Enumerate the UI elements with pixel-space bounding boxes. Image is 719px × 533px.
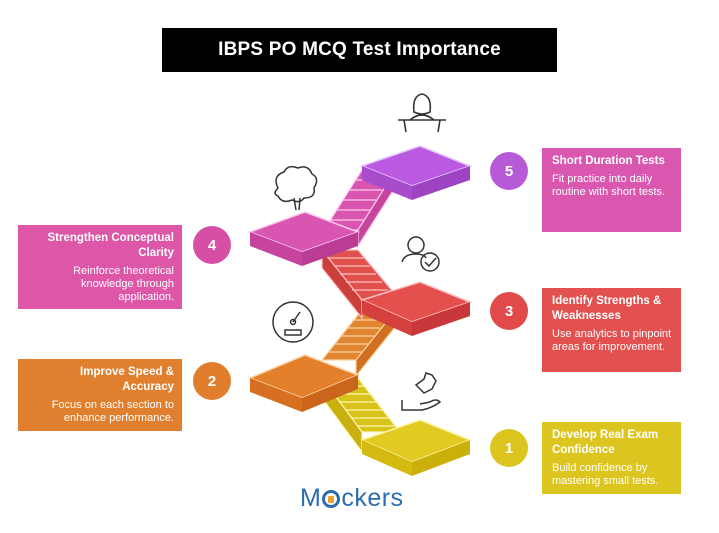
step-2-card: Improve Speed & Accuracy Focus on each s…	[18, 359, 182, 431]
step-1-card: Develop Real Exam Confidence Build confi…	[542, 422, 681, 494]
number-text: 3	[504, 302, 514, 320]
step-4-number: 4	[193, 226, 231, 264]
speaker-podium-icon	[398, 93, 446, 133]
number-text: 1	[504, 439, 514, 457]
number-text: 5	[504, 162, 514, 180]
stairs-3-4	[320, 248, 402, 320]
platform-1	[359, 419, 473, 476]
step-3-number: 3	[490, 292, 528, 330]
step-4-card: Strengthen Conceptual Clarity Reinforce …	[18, 225, 182, 309]
number-text: 4	[207, 236, 217, 254]
step-title: Short Duration Tests	[552, 155, 665, 167]
step-description: Reinforce theoretical knowledge through …	[73, 265, 174, 303]
step-3-card: Identify Strengths & Weaknesses Use anal…	[542, 288, 681, 372]
platform-2	[247, 354, 361, 412]
step-1-number: 1	[490, 429, 528, 467]
step-2-number: 2	[193, 362, 231, 400]
step-5-card: Short Duration Tests Fit practice into d…	[542, 148, 681, 232]
logo-suffix: ckers	[341, 484, 404, 512]
step-title: Identify Strengths & Weaknesses	[552, 295, 662, 322]
step-description: Use analytics to pinpoint areas for impr…	[552, 328, 672, 353]
user-check-icon	[401, 236, 440, 272]
logo-prefix: M	[300, 484, 322, 512]
speedometer-icon	[272, 301, 314, 343]
number-text: 2	[207, 372, 217, 390]
platform-4	[247, 211, 361, 266]
step-title: Improve Speed & Accuracy	[80, 366, 174, 393]
brain-icon	[274, 165, 318, 211]
platform-3	[359, 281, 473, 336]
step-description: Build confidence by mastering small test…	[552, 462, 659, 487]
platform-5	[359, 145, 473, 200]
step-title: Strengthen Conceptual Clarity	[47, 232, 174, 259]
step-description: Fit practice into daily routine with sho…	[552, 173, 666, 198]
logo-o-icon	[322, 490, 341, 508]
page-title: IBPS PO MCQ Test Importance	[162, 28, 557, 72]
step-5-number: 5	[490, 152, 528, 190]
step-description: Focus on each section to enhance perform…	[51, 399, 174, 424]
hand-puzzle-icon	[401, 372, 442, 411]
step-title: Develop Real Exam Confidence	[552, 429, 659, 456]
title-text: IBPS PO MCQ Test Importance	[218, 39, 501, 60]
